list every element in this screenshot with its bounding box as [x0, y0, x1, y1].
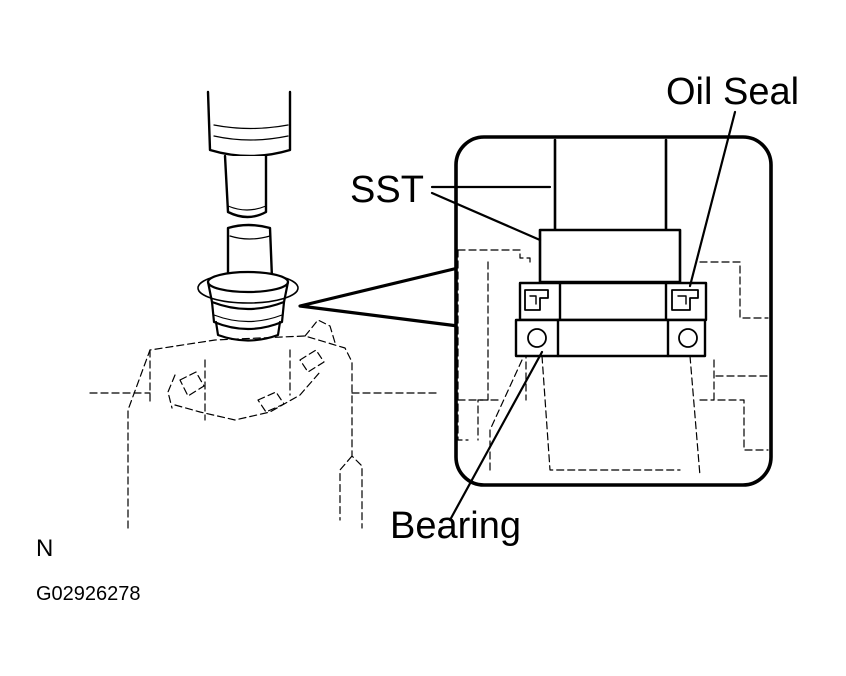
bearing-left: [197, 270, 299, 342]
transmission-housing: [89, 319, 441, 529]
label-leaders: [430, 110, 737, 522]
view-code-label: N: [36, 535, 54, 562]
sst-label: SST: [350, 169, 424, 211]
figure-id: G02926278: [36, 583, 141, 605]
bearing-label: Bearing: [390, 505, 521, 547]
sst-tool-left: [206, 90, 292, 284]
bearing-detail: [514, 318, 707, 358]
sst-tool-detail: [538, 138, 682, 284]
oil-seal-detail: [518, 281, 708, 322]
detail-callout-pointer: [298, 266, 460, 328]
detail-housing: [457, 249, 769, 477]
oil-seal-label: Oil Seal: [666, 71, 800, 113]
